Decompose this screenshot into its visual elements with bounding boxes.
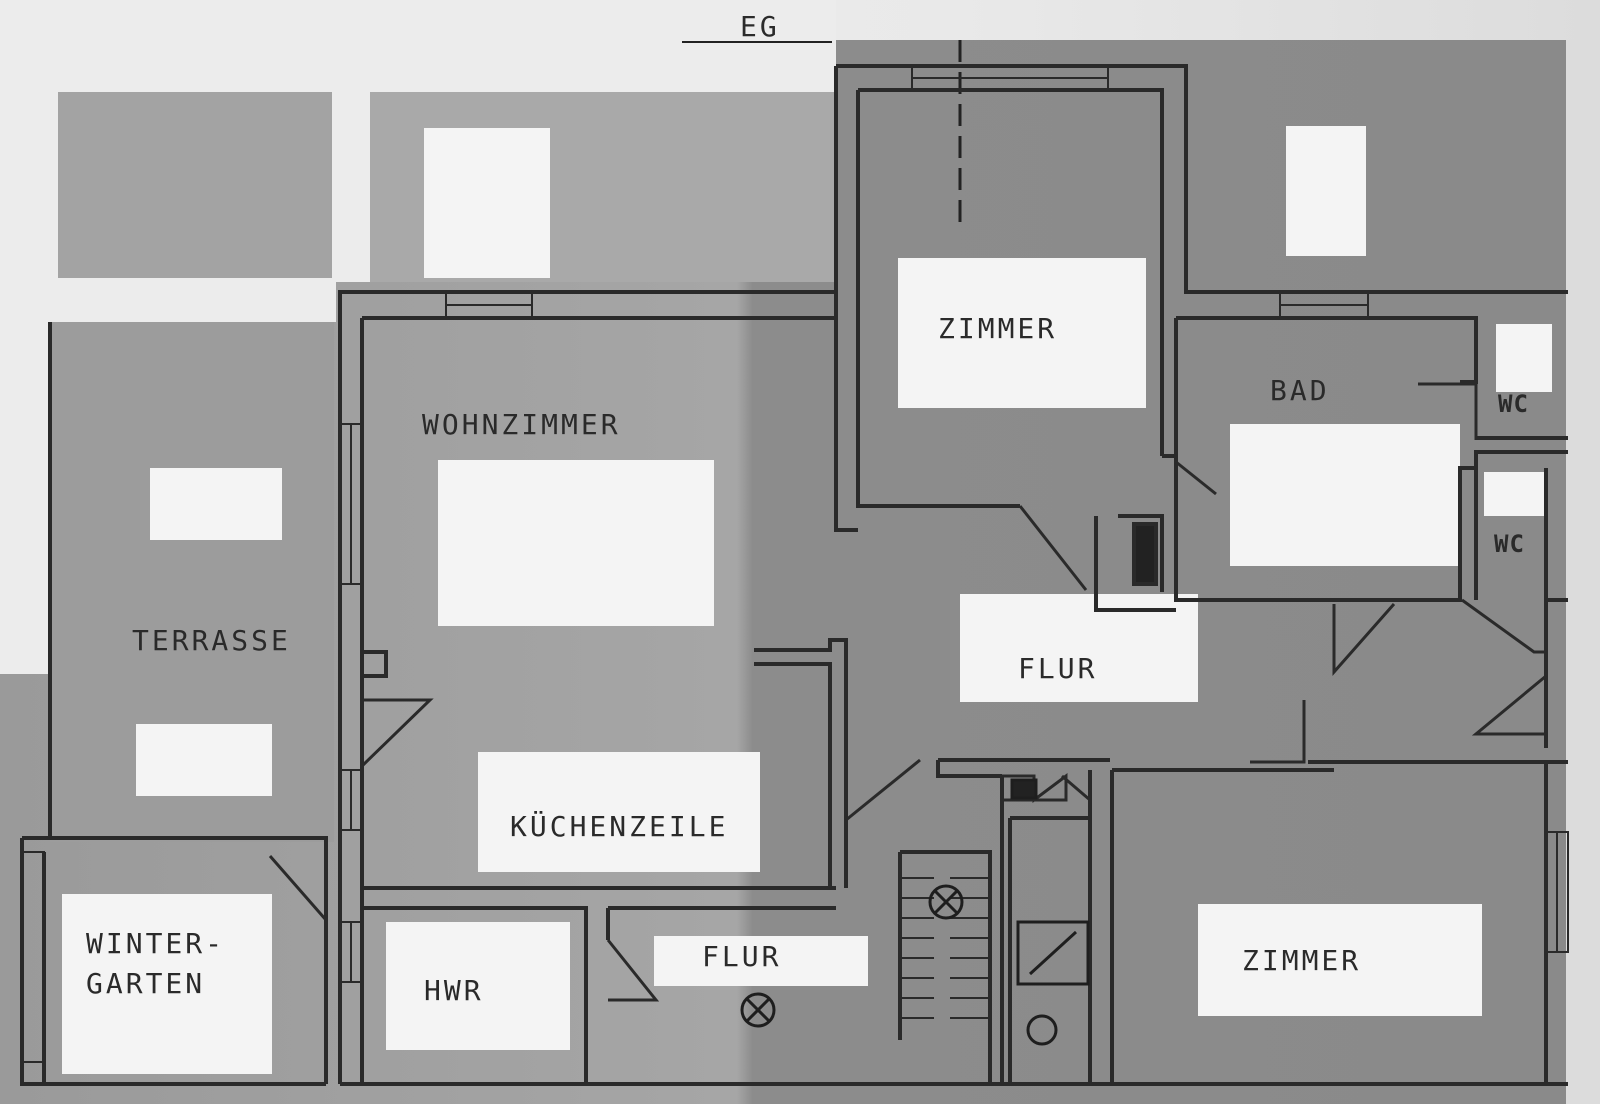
room-label-bad: BAD xyxy=(1270,374,1330,407)
room-label-kuechenzeile: KÜCHENZEILE xyxy=(510,810,729,843)
upper-left-grey-field xyxy=(58,92,332,278)
paper-top-strip xyxy=(0,0,836,92)
light-symbol-2 xyxy=(740,992,776,1028)
room-label-wohnzimmer: WOHNZIMMER xyxy=(422,408,621,441)
paper-gap-strip xyxy=(0,278,336,322)
room-label-wintergarten: WINTER- GARTEN xyxy=(86,927,226,1000)
stair-treads xyxy=(900,877,990,1019)
cover-patches xyxy=(62,126,1552,1074)
room-label-wc-2: WC xyxy=(1494,530,1525,558)
room-label-wc-1: WC xyxy=(1498,390,1529,418)
room-label-zimmer-top: ZIMMER xyxy=(938,312,1058,345)
room-label-flur-lower: FLUR xyxy=(702,940,782,973)
fixtures xyxy=(740,778,1090,1046)
light-symbol xyxy=(928,884,964,920)
door-swings xyxy=(268,382,1547,1002)
room-label-hwr: HWR xyxy=(424,974,484,1007)
paper-right-strip xyxy=(1566,40,1600,1104)
room-label-zimmer-bottom: ZIMMER xyxy=(1242,944,1362,977)
room-label-terrasse: TERRASSE xyxy=(132,624,291,657)
windows xyxy=(21,65,1569,1063)
paper-gap-strip-2 xyxy=(332,92,370,282)
meter-box xyxy=(1016,920,1090,986)
floor-label: EG xyxy=(740,10,780,43)
room-label-flur-center: FLUR xyxy=(1018,652,1098,685)
